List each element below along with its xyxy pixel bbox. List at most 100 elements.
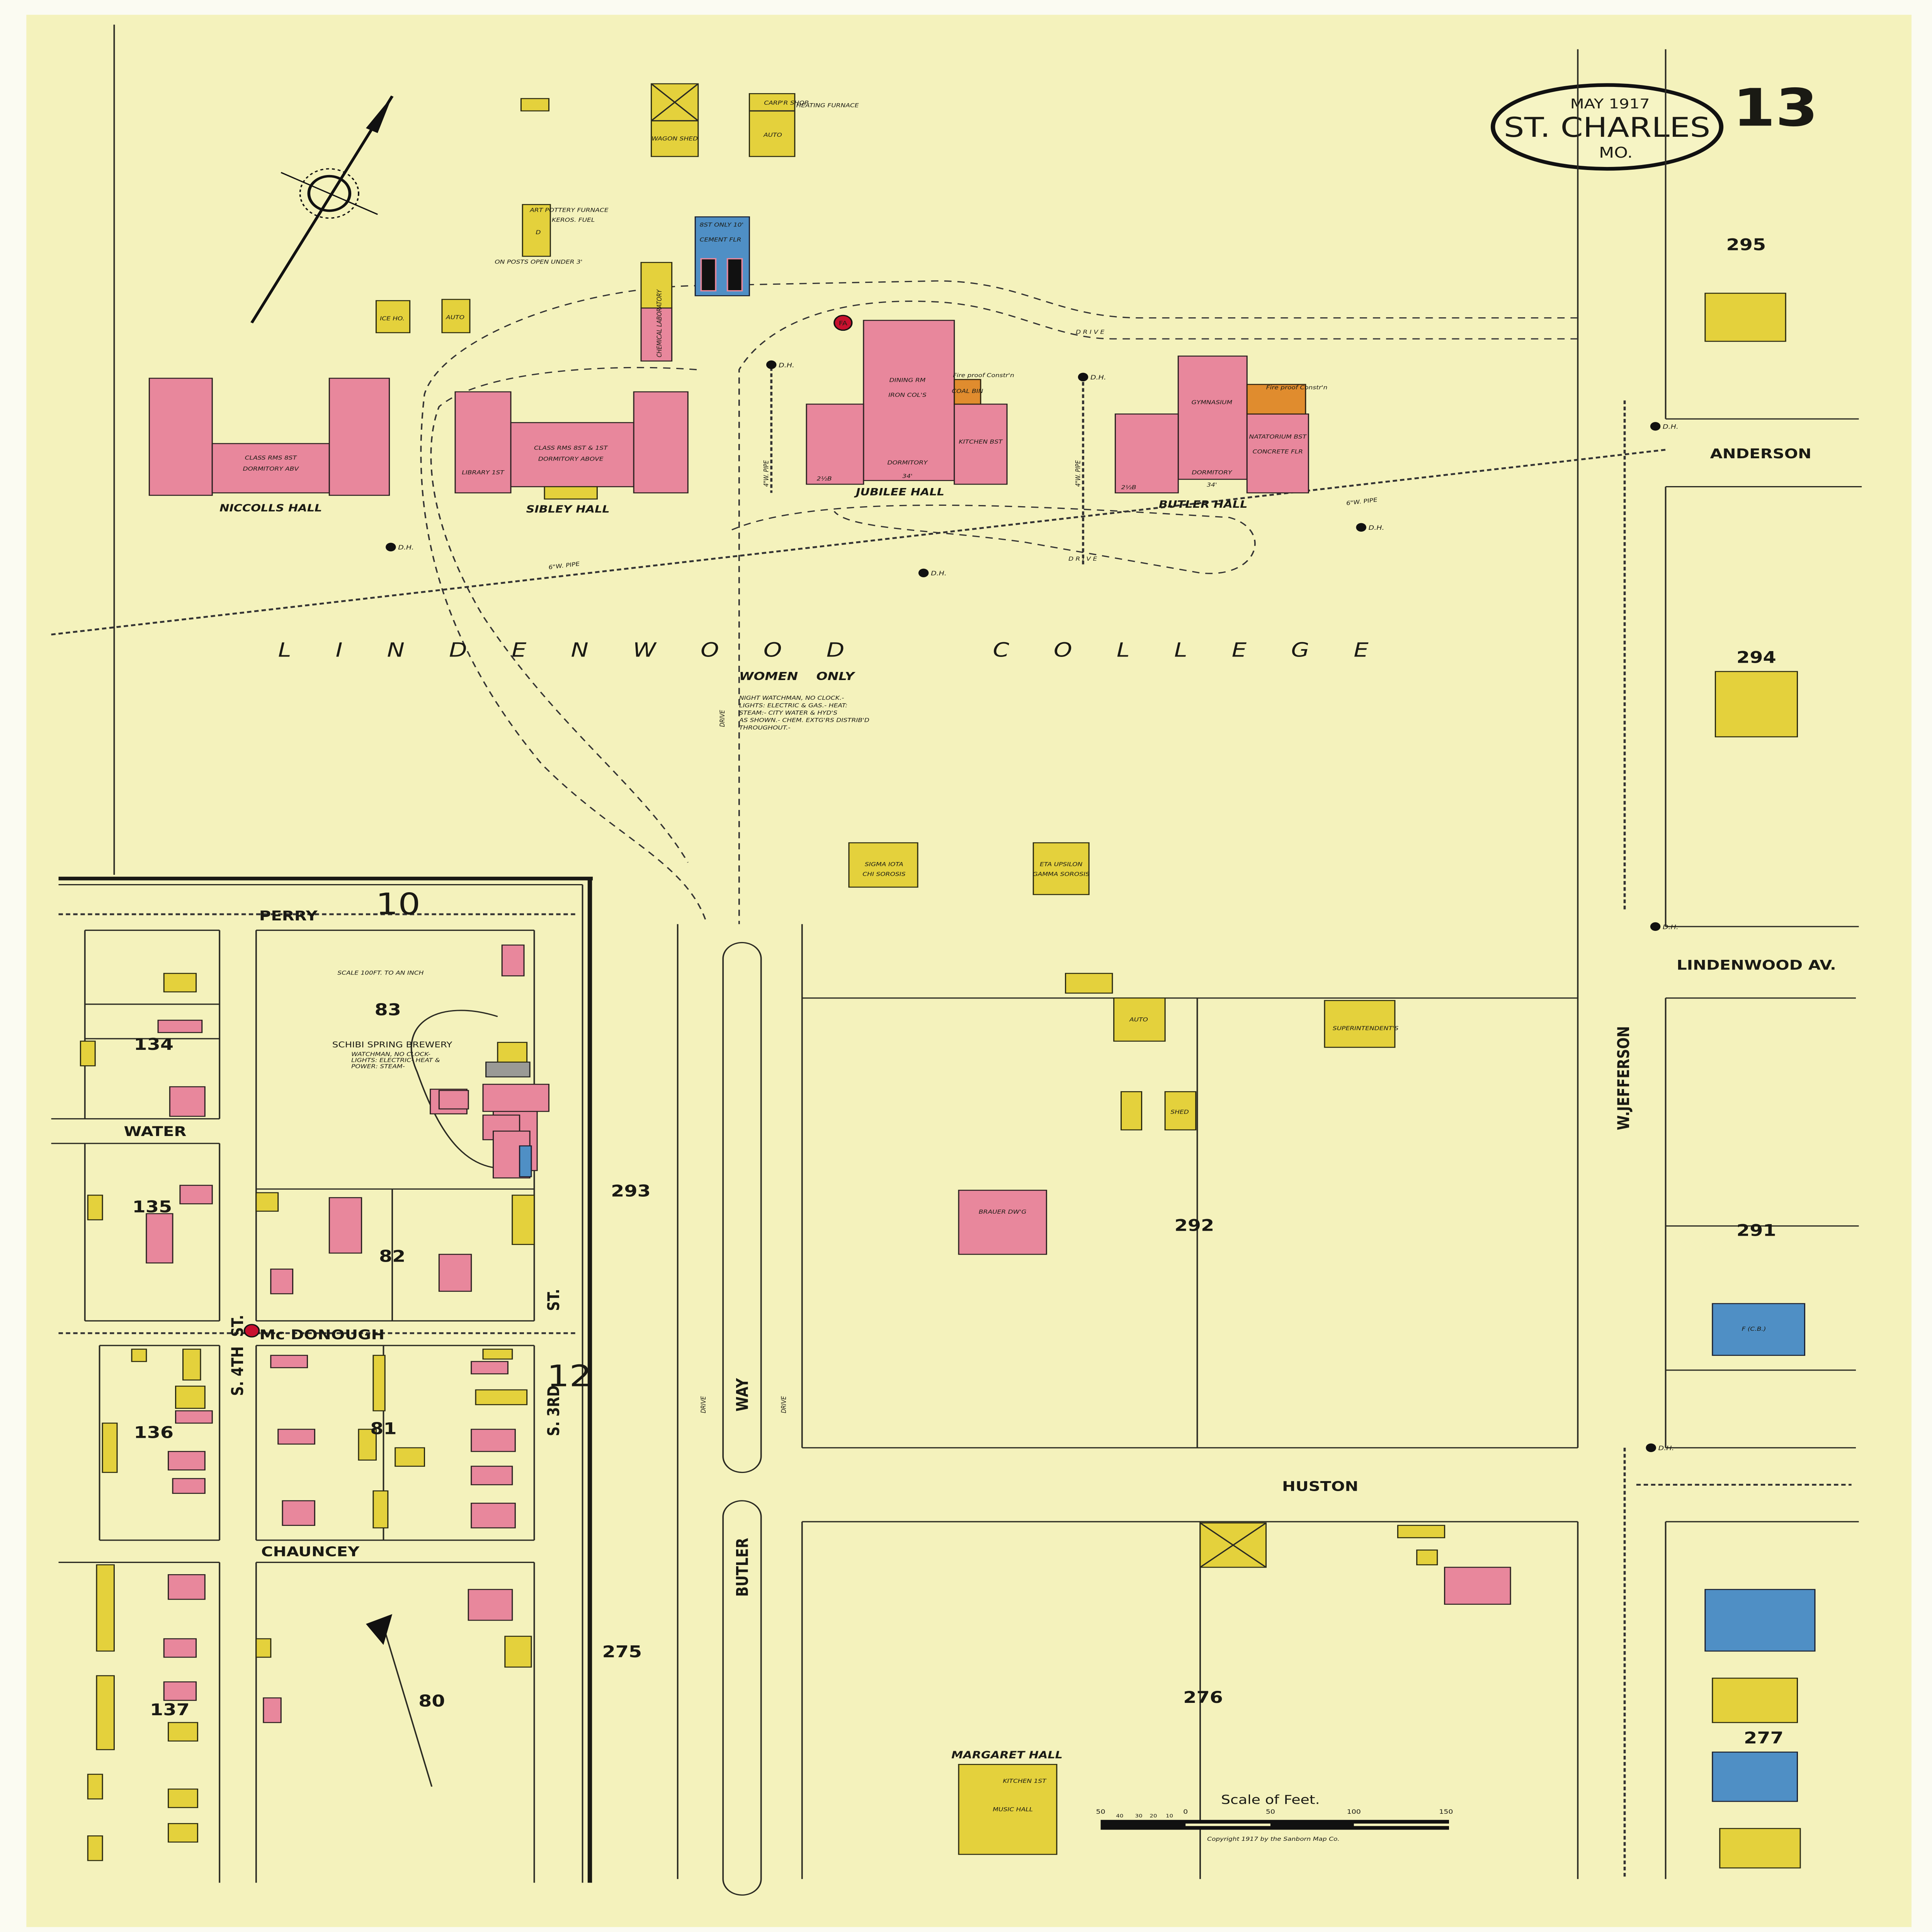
auto-label: AUTO bbox=[763, 131, 782, 138]
street-perry: PERRY bbox=[259, 908, 318, 924]
inset-dwelling bbox=[87, 1194, 103, 1221]
drive-label: D R I V E bbox=[1076, 328, 1104, 335]
drive-path bbox=[420, 280, 1578, 924]
ice-house: ICE HO. bbox=[375, 300, 411, 333]
drive-label: DRIVE bbox=[780, 1396, 788, 1413]
hydrant-icon bbox=[1650, 922, 1661, 931]
brewery-building bbox=[519, 1145, 532, 1177]
boulevard-median bbox=[722, 1500, 762, 1896]
ice-house-label: ICE HO. bbox=[380, 315, 405, 321]
inset-dwelling bbox=[163, 1638, 197, 1658]
block-134: 134 bbox=[134, 1035, 173, 1054]
title-state: MO. bbox=[1599, 144, 1633, 162]
margaret-kitchen: KITCHEN 1ST bbox=[1003, 1777, 1047, 1784]
block-295: 295 bbox=[1726, 235, 1766, 254]
chem-lab-label: CHEMICAL LABORATORY bbox=[655, 289, 663, 357]
block-136: 136 bbox=[134, 1423, 173, 1442]
jubilee-iron: IRON COL'S bbox=[888, 391, 927, 398]
inset-map bbox=[51, 876, 593, 1883]
jubilee-fireproof: Fire proof Constr'n bbox=[953, 372, 1014, 378]
jubilee-dorm: DORMITORY bbox=[887, 459, 928, 466]
brauer-label: BRAUER DW'G bbox=[979, 1208, 1027, 1215]
stone-building: F (C.B.) bbox=[1712, 1303, 1805, 1356]
inset-dwelling bbox=[175, 1386, 206, 1409]
inset-scale-label: SCALE 100FT. TO AN INCH bbox=[337, 969, 423, 976]
inset-dwelling bbox=[263, 1697, 282, 1723]
butler-fireproof: Fire proof Constr'n bbox=[1266, 384, 1328, 391]
dwelling bbox=[1712, 1752, 1798, 1802]
margaret-hall-label: MARGARET HALL bbox=[951, 1749, 1063, 1761]
inset-dwelling bbox=[395, 1447, 425, 1467]
heating-furnace-label: HEATING FURNACE bbox=[796, 102, 859, 109]
chemical-laboratory: CHEMICAL LABORATORY bbox=[640, 262, 673, 362]
inset-dwelling bbox=[482, 1349, 513, 1360]
brewery-building bbox=[438, 1090, 469, 1110]
hydrant-markers: D.H.D.H.D.H.D.H.D.H.D.H.D.H.D.H. bbox=[386, 360, 1679, 1452]
hydrant-label: D.H. bbox=[931, 570, 947, 577]
scale-tick-label: 30 bbox=[1135, 1813, 1142, 1819]
scale-title: Scale of Feet. bbox=[1221, 1793, 1320, 1807]
drive-label: DRIVE bbox=[718, 710, 726, 727]
block-135: 135 bbox=[133, 1198, 172, 1216]
jubilee-coal: COAL BIN bbox=[952, 388, 983, 395]
brewery-building bbox=[497, 1042, 528, 1063]
street-chauncey: CHAUNCEY bbox=[261, 1544, 360, 1560]
inset-dwelling bbox=[163, 1681, 197, 1701]
inset-dwelling bbox=[255, 1192, 279, 1212]
hydrant-label: D.H. bbox=[1658, 1445, 1674, 1452]
inset-dwelling bbox=[501, 944, 525, 976]
inset-dwelling bbox=[146, 1213, 173, 1264]
drive-label: D R I V E bbox=[1068, 555, 1097, 562]
inset-dwelling bbox=[328, 1197, 362, 1254]
block-275: 275 bbox=[602, 1643, 642, 1661]
block-81: 81 bbox=[370, 1419, 397, 1438]
sorosis-label: CHI SOROSIS bbox=[862, 871, 905, 878]
inset-dwelling bbox=[468, 1589, 513, 1621]
sorosis-label: GAMMA SOROSIS bbox=[1032, 871, 1089, 878]
hydrant-icon bbox=[1650, 422, 1661, 431]
sigma-iota-chi-sorosis: SIGMA IOTA CHI SOROSIS bbox=[848, 842, 918, 888]
hydrant-label: D.H. bbox=[398, 544, 414, 551]
block-292: 292 bbox=[1175, 1216, 1214, 1235]
block-137: 137 bbox=[150, 1701, 190, 1719]
street-butler: BUTLER bbox=[733, 1538, 752, 1597]
hydrant-icon bbox=[1356, 523, 1366, 532]
copyright: Copyright 1917 by the Sanborn Map Co. bbox=[1207, 1835, 1340, 1842]
women-only: WOMEN ONLY bbox=[739, 670, 856, 683]
drive-label: DRIVE bbox=[699, 1396, 707, 1413]
inset-dwelling bbox=[96, 1675, 115, 1750]
hydrant-label: D.H. bbox=[1663, 423, 1679, 430]
carpenter-shop-auto: CARP'R SHOP HEATING FURNACE AUTO bbox=[748, 93, 859, 157]
auto-garage: AUTO bbox=[441, 299, 471, 333]
small-building bbox=[1065, 973, 1113, 994]
small-building bbox=[1121, 1091, 1143, 1131]
scale-tick-label: 100 bbox=[1347, 1808, 1361, 1815]
small-building bbox=[520, 98, 549, 112]
sibley-hall-label: SIBLEY HALL bbox=[526, 503, 610, 515]
street-lindenwood: LINDENWOOD AV. bbox=[1677, 957, 1836, 973]
auto-label: AUTO bbox=[1129, 1016, 1148, 1023]
shed: SHED bbox=[1164, 1091, 1197, 1131]
niccolls-use: CLASS RMS 8ST bbox=[245, 454, 298, 461]
inset-dwelling bbox=[179, 1185, 213, 1204]
north-arrow-compass-icon bbox=[250, 95, 394, 323]
niccolls-hall-label: NICCOLLS HALL bbox=[219, 502, 322, 514]
inset-dwelling bbox=[282, 1500, 315, 1526]
inset-dwelling bbox=[270, 1269, 294, 1294]
sibley-use2: DORMITORY ABOVE bbox=[538, 456, 604, 462]
title-date: MAY 1917 bbox=[1570, 96, 1650, 112]
sorosis-label: SIGMA IOTA bbox=[865, 861, 903, 867]
paper bbox=[26, 15, 1912, 1927]
sibley-hall: CLASS RMS 8ST & 1ST DORMITORY ABOVE LIBR… bbox=[454, 391, 689, 515]
hydrant-label: D.H. bbox=[779, 362, 794, 369]
small-building bbox=[1397, 1525, 1446, 1538]
wagon-shed: WAGON SHED bbox=[651, 83, 699, 157]
butler-stories: 2½B bbox=[1121, 484, 1136, 490]
scale-tick-label: 0 bbox=[1183, 1808, 1188, 1815]
inset-dwelling bbox=[512, 1194, 535, 1245]
note-line: AS SHOWN.- CHEM. EXTG'RS DISTRIB'D bbox=[739, 717, 869, 723]
brewery-note: WATCHMAN, NO CLOCK- bbox=[351, 1051, 430, 1057]
inset-dwelling bbox=[131, 1349, 147, 1362]
jubilee-width: 34' bbox=[902, 473, 912, 480]
art-pottery-label: ART POTTERY FURNACE bbox=[529, 207, 609, 213]
